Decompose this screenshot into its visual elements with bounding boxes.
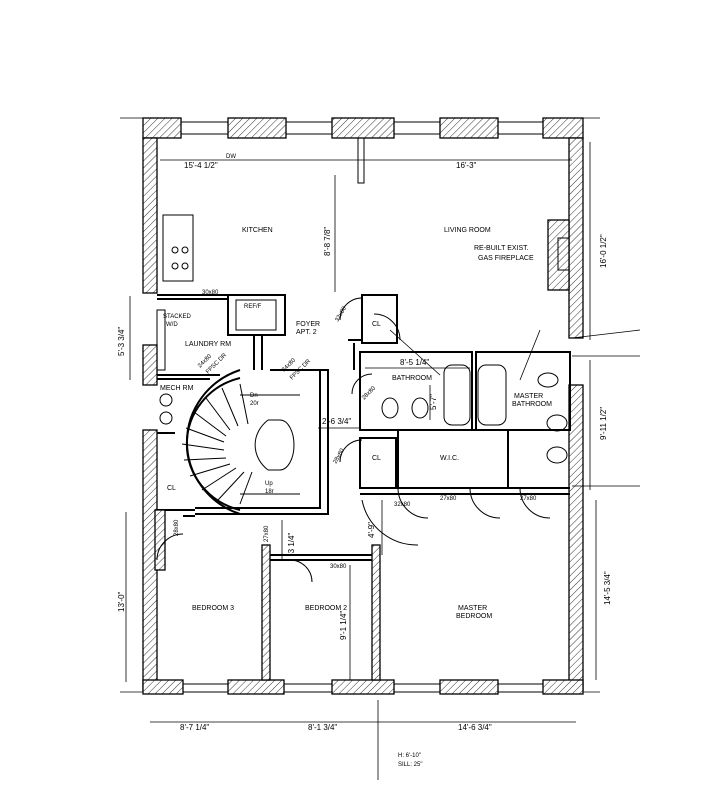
exterior-walls [142,117,584,695]
dim-hall-right: 4'-9" [367,522,376,538]
label-bedroom-3: BEDROOM 3 [192,605,234,612]
label-kitchen: KITCHEN [242,227,273,234]
label-fireplace-line1: RE-BUILT EXIST. [474,245,529,252]
label-laundry-room: LAUNDRY RM [185,341,231,348]
label-mech-room: MECH RM [160,385,194,392]
dim-right-top: 16'-0 1/2" [599,234,608,268]
stair-up-label: Up [265,481,273,487]
interior-walls [154,137,571,681]
dim-top-left: 15'-4 1/2" [184,161,218,170]
room-labels: KITCHEN LIVING ROOM RE-BUILT EXIST. GAS … [160,227,552,620]
door-wic-right: 27x80 [520,496,537,502]
dim-tub-length: 5'-7" [429,394,438,410]
label-master-bathroom-2: BATHROOM [512,401,552,408]
dim-bottom-1: 8'-7 1/4" [180,723,209,732]
label-master-bedroom-1: MASTER [458,605,487,612]
annotations: DW 24x80 FPSC DR 34x80 FPSC DR H: 6'-10"… [197,154,422,768]
dim-left-lower: 13'-0" [117,591,126,612]
label-closet-left: CL [167,485,176,492]
dim-right-lower: 14'-5 3/4" [603,571,612,605]
label-master-bedroom-2: BEDROOM [456,613,492,620]
door-closet-mid: 28x80 [333,447,347,465]
window-height: H: 6'-10" [398,753,421,759]
label-walk-in-closet: W.I.C. [440,455,459,462]
door-bedroom-2-side: 27x80 [264,525,270,542]
door-laundry: 30x80 [202,290,219,296]
label-apt-2: APT. 2 [296,329,317,336]
dim-bath-width: 8'-5 1/4" [400,358,429,367]
label-bedroom-2: BEDROOM 2 [305,605,347,612]
label-bathroom: BATHROOM [392,375,432,382]
dimension-texts: 15'-4 1/2" 16'-3" 8'-8 7/8" 16'-0 1/2" 5… [117,161,612,732]
stair-down-label: Dn [250,393,258,399]
label-living-room: LIVING ROOM [444,227,491,234]
door-bath: 28x80 [361,385,377,401]
label-master-bathroom-1: MASTER [514,393,543,400]
window-sill: SILL: 25" [398,762,422,768]
dim-left-upper: 5'-3 3/4" [117,327,126,356]
dim-right-mid: 9'-11 1/2" [599,407,608,440]
dim-bottom-2: 8'-1 3/4" [308,723,337,732]
dim-kitchen-depth: 8'-8 7/8" [323,227,332,256]
label-closet-top: CL [372,321,381,328]
dim-bedroom-2-depth: 9'-1 1/4" [339,611,348,640]
dishwasher-label: DW [226,154,236,160]
door-hall: 32x80 [394,502,411,508]
label-closet-mid: CL [372,455,381,462]
dim-bottom-3: 14'-6 3/4" [458,723,492,732]
stair-up-count: 18r [265,489,274,495]
dim-top-right: 16'-3" [456,161,477,170]
label-fireplace-line2: GAS FIREPLACE [478,255,534,262]
label-foyer: FOYER [296,321,320,328]
dim-hall-left: -3 1/4" [287,533,296,556]
label-stacked-2: W/D [166,322,178,328]
door-wic-left: 27x80 [440,496,457,502]
door-bedroom-2-top: 30x80 [330,564,347,570]
stair-labels: Dn 20r Up 18r [250,393,274,495]
door-closet-top: 32x80 [335,305,349,323]
label-stacked-1: STACKED [163,314,192,320]
label-refrigerator: REF/F [244,304,262,310]
door-bedroom-3: 28x80 [174,519,180,536]
stair-down-count: 20r [250,401,259,407]
dim-foyer-width: 2'-6 3/4" [322,417,351,426]
dimension-lines [120,117,641,780]
